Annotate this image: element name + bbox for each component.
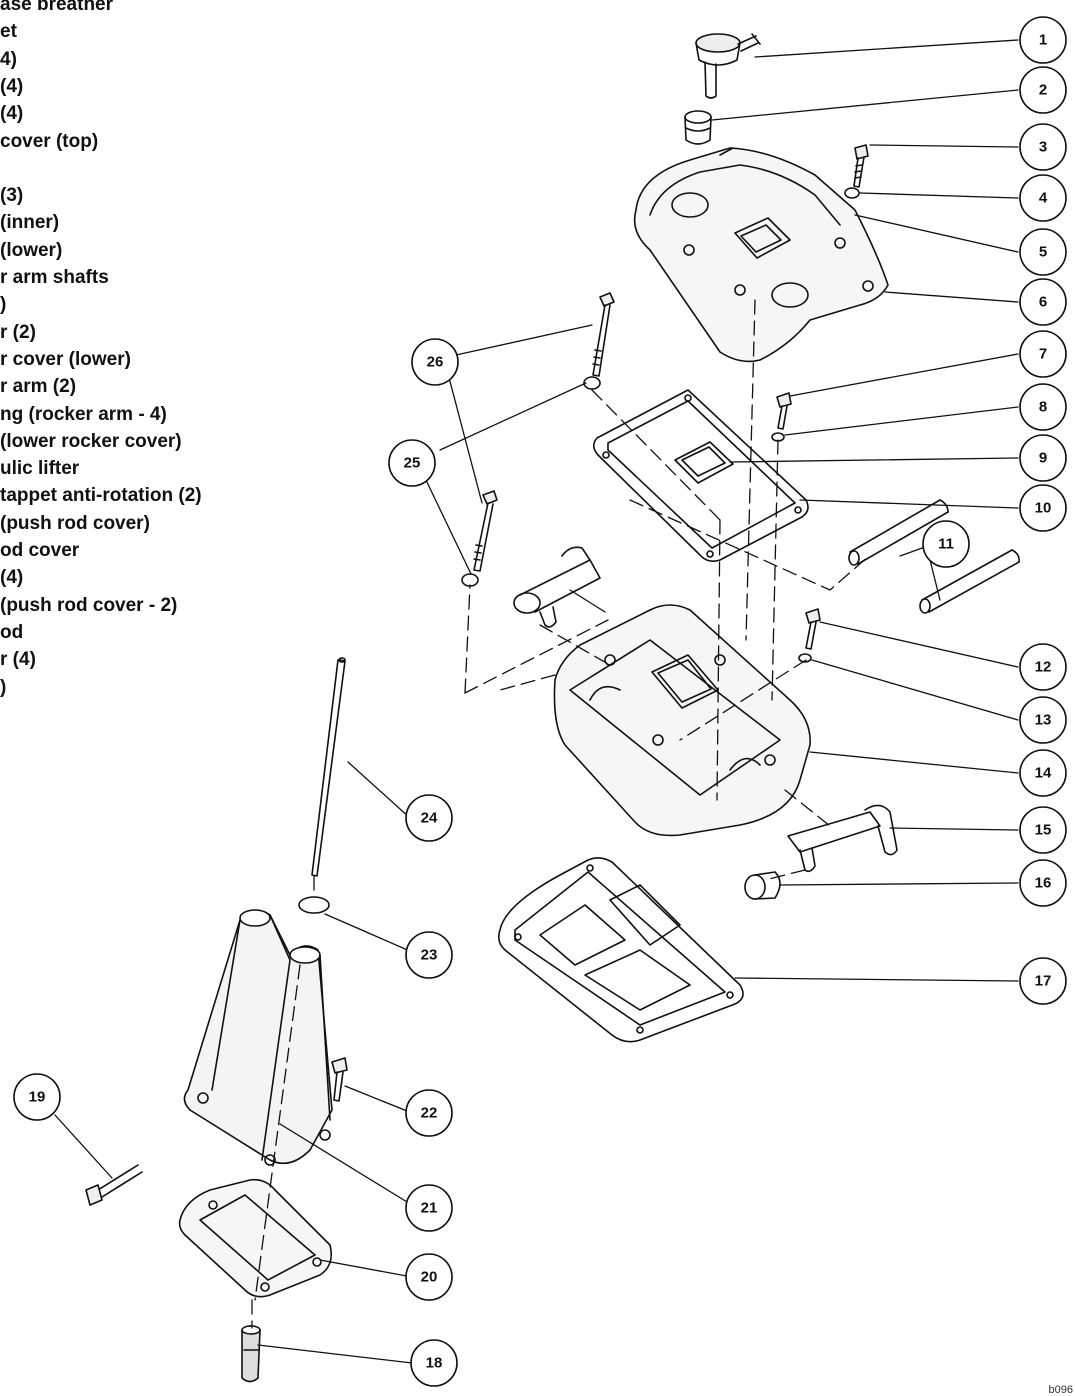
part-bolt-3 bbox=[853, 144, 869, 188]
callout-12: 12 bbox=[1035, 659, 1052, 676]
callout-14: 14 bbox=[1035, 765, 1052, 782]
part-bushing-16 bbox=[744, 871, 781, 900]
legend-item-15: r arm (2) bbox=[0, 376, 77, 398]
callout-22: 22 bbox=[421, 1105, 438, 1122]
legend-item-24: od bbox=[0, 621, 24, 643]
callout-16: 16 bbox=[1035, 875, 1052, 892]
part-grommet bbox=[684, 110, 712, 145]
legend-item-1: ase breather bbox=[0, 0, 114, 15]
callout-7: 7 bbox=[1039, 346, 1047, 363]
legend-item-19: tappet anti-rotation (2) bbox=[0, 485, 202, 507]
callout-25: 25 bbox=[404, 455, 421, 472]
callout-9: 9 bbox=[1039, 450, 1047, 467]
part-rocker-arm-left bbox=[513, 546, 601, 628]
part-bolt-26-upper bbox=[592, 292, 615, 377]
legend-item-26: ) bbox=[0, 676, 7, 698]
part-bolt-7 bbox=[776, 392, 792, 430]
callout-6: 6 bbox=[1039, 294, 1047, 311]
part-rocker-arm-right bbox=[787, 804, 898, 873]
part-antirotation-plate bbox=[178, 1178, 333, 1298]
legend-item-13: r (2) bbox=[0, 321, 36, 343]
callout-24: 24 bbox=[421, 810, 438, 827]
part-push-rod bbox=[311, 657, 346, 877]
part-rocker-cover-top bbox=[633, 147, 889, 363]
part-lifter-18 bbox=[241, 1325, 261, 1383]
legend-item-8: (3) bbox=[0, 185, 24, 207]
legend-item-23: (push rod cover - 2) bbox=[0, 594, 178, 616]
part-bolt-12 bbox=[805, 608, 821, 650]
callout-21: 21 bbox=[421, 1200, 438, 1217]
callout-3: 3 bbox=[1039, 139, 1047, 156]
legend-item-9: (inner) bbox=[0, 212, 60, 234]
part-gasket-10 bbox=[592, 389, 809, 562]
legend-item-20: (push rod cover) bbox=[0, 512, 150, 534]
part-washer-25-lower bbox=[461, 573, 479, 587]
callout-23: 23 bbox=[421, 947, 438, 964]
legend-item-12: ) bbox=[0, 294, 7, 316]
legend-item-11: r arm shafts bbox=[0, 267, 109, 288]
legend-item-3: 4) bbox=[0, 48, 17, 70]
part-washer-13 bbox=[798, 653, 812, 663]
callout-13: 13 bbox=[1035, 712, 1052, 729]
callout-10: 10 bbox=[1035, 500, 1052, 517]
callout-2: 2 bbox=[1039, 82, 1047, 99]
callout-18: 18 bbox=[426, 1355, 443, 1372]
legend-item-17: (lower rocker cover) bbox=[0, 430, 182, 452]
callout-15: 15 bbox=[1035, 822, 1052, 839]
part-bolt-22 bbox=[331, 1057, 348, 1102]
callout-20: 20 bbox=[421, 1269, 438, 1286]
legend-item-4: (4) bbox=[0, 75, 24, 97]
part-washer-4 bbox=[844, 187, 860, 199]
part-gasket-9-inner bbox=[674, 441, 734, 484]
legend-item-22: (4) bbox=[0, 567, 24, 589]
part-push-rod-cover bbox=[183, 909, 333, 1166]
part-rocker-cover-lower bbox=[553, 604, 811, 837]
legend-item-5: (4) bbox=[0, 103, 24, 125]
part-bolt-26-lower bbox=[473, 490, 498, 572]
callout-1: 1 bbox=[1039, 32, 1047, 49]
callout-17: 17 bbox=[1035, 973, 1052, 990]
legend-item-10: (lower) bbox=[0, 239, 63, 261]
part-pin-19 bbox=[85, 1164, 143, 1206]
legend-item-25: r (4) bbox=[0, 649, 36, 671]
legend-item-6: cover (top) bbox=[0, 130, 99, 152]
callout-19: 19 bbox=[29, 1089, 46, 1106]
part-washer-25-upper bbox=[583, 376, 601, 390]
legend-item-21: od cover bbox=[0, 540, 80, 561]
callout-5: 5 bbox=[1039, 244, 1047, 261]
callout-8: 8 bbox=[1039, 399, 1047, 416]
part-gasket-17 bbox=[498, 857, 744, 1043]
callout-26: 26 bbox=[427, 354, 444, 371]
callout-4: 4 bbox=[1039, 190, 1048, 207]
callout-11: 11 bbox=[938, 536, 954, 553]
part-oring-23 bbox=[298, 896, 330, 914]
figure-id: b096 bbox=[1048, 1384, 1073, 1396]
legend-item-2: et bbox=[0, 21, 17, 43]
part-breather-valve bbox=[695, 33, 761, 99]
legend-item-18: ulic lifter bbox=[0, 458, 80, 480]
legend-item-14: r cover (lower) bbox=[0, 348, 131, 370]
legend-item-16: ng (rocker arm - 4) bbox=[0, 403, 167, 425]
part-shaft-11b bbox=[919, 549, 1020, 614]
part-shaft-11a bbox=[848, 499, 949, 566]
